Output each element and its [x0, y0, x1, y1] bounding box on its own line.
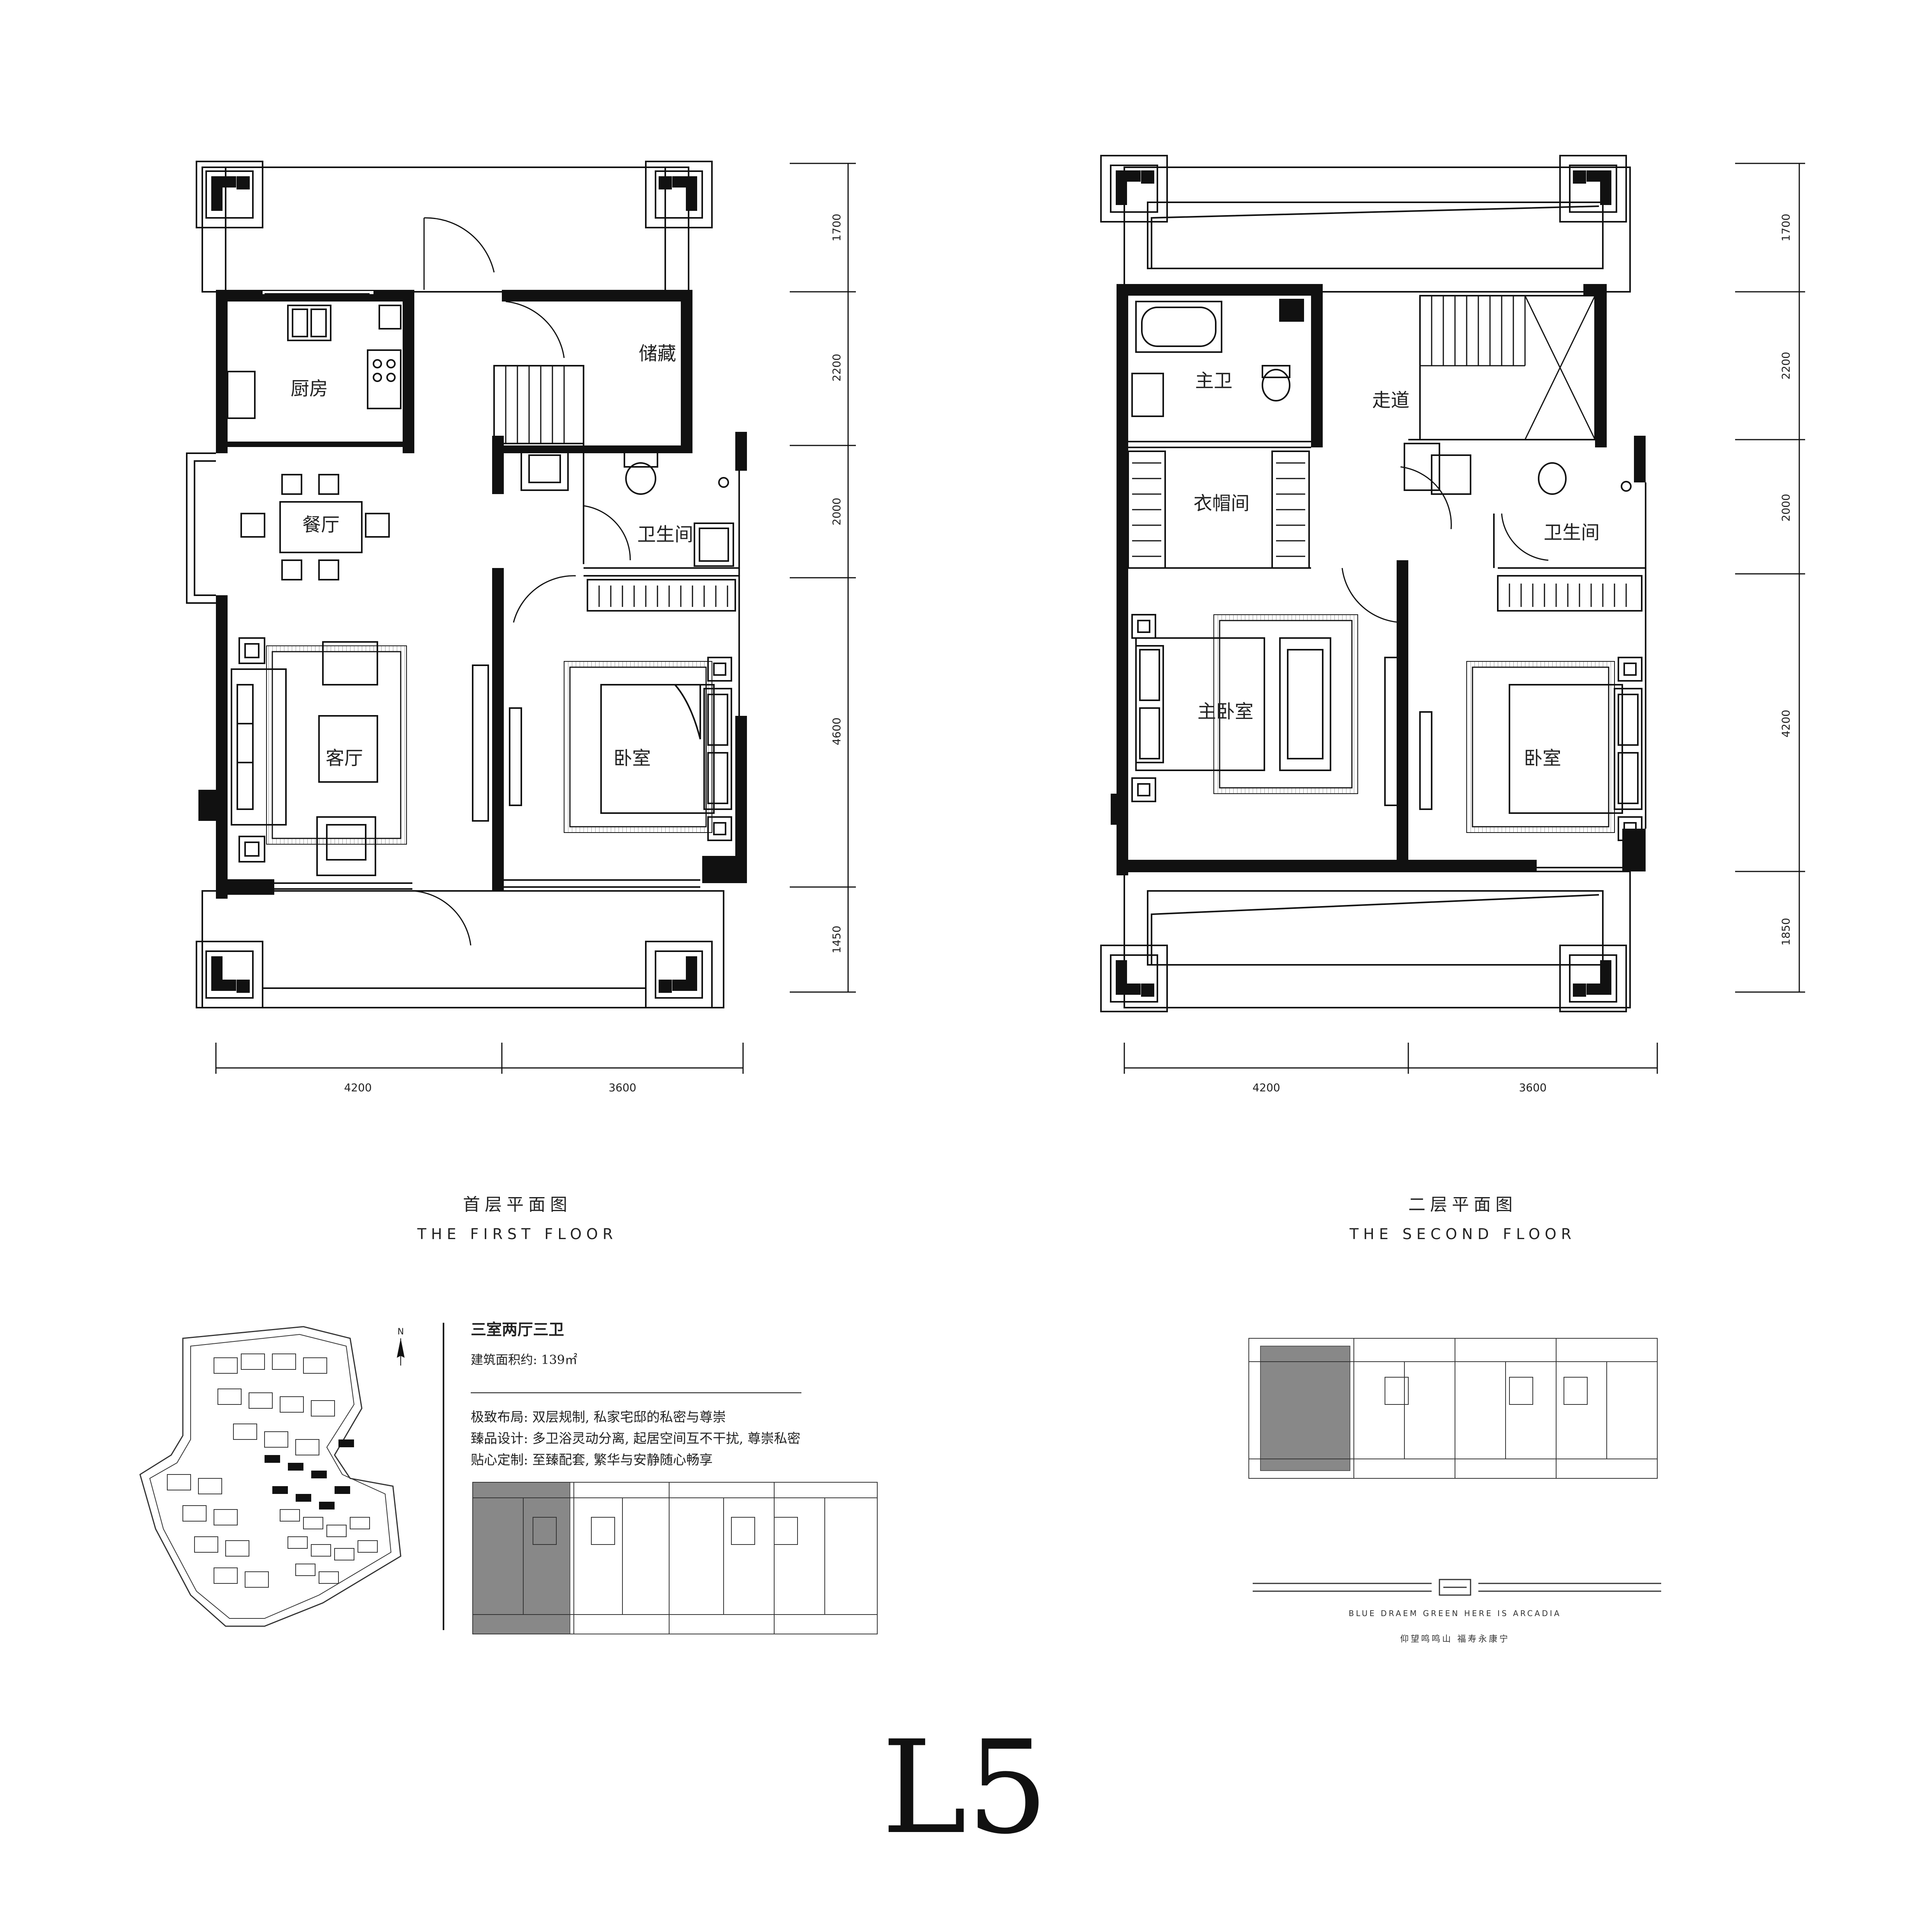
north-label: N [398, 1327, 404, 1337]
dim-v-4: 4600 [830, 717, 843, 745]
brand-tagline-en: BLUE DRAEM GREEN HERE IS ARCADIA [1348, 1609, 1562, 1618]
dim-v-2: 2200 [830, 354, 843, 381]
column-2f-bottom-left [1100, 945, 1168, 1012]
dim2-v-1: 1700 [1779, 214, 1792, 241]
dim2-v-2: 2200 [1779, 352, 1792, 379]
dim2-v-4: 4200 [1779, 710, 1792, 737]
room-label-2f-bedroom: 卧室 [1524, 747, 1561, 769]
dim2-v-3: 2000 [1779, 494, 1792, 521]
dim-v-1: 1700 [830, 214, 843, 241]
unit-area: 建筑面积约: 139㎡ [471, 1352, 578, 1367]
room-label-bedroom: 卧室 [614, 747, 651, 769]
second-floor-plan [1100, 155, 1646, 1012]
column-2f-top-right [1559, 155, 1627, 223]
room-label-2f-bathroom: 卫生间 [1544, 522, 1600, 543]
room-label-corridor: 走道 [1372, 389, 1409, 411]
second-floor-title-en: THE SECOND FLOOR [1349, 1225, 1576, 1243]
second-floor-title-cn: 二层平面图 [1408, 1195, 1517, 1215]
first-floor-title-cn: 首层平面图 [463, 1195, 572, 1215]
first-floor-dimensions [215, 163, 856, 1074]
feature-line-1: 极致布局: 双层规制, 私家宅邸的私密与尊崇 [471, 1410, 726, 1425]
room-label-master-bedroom: 主卧室 [1197, 701, 1253, 722]
first-floor-plan [186, 161, 747, 1008]
column-top-right [645, 161, 713, 228]
column-bottom-right [645, 941, 713, 1008]
dim-h-1: 4200 [344, 1081, 372, 1094]
room-label-cloakroom: 衣帽间 [1194, 493, 1250, 514]
unit-layout-type: 三室两厅三卫 [471, 1320, 564, 1339]
room-label-kitchen: 厨房 [291, 378, 328, 400]
unit-code: L5 [881, 1713, 1049, 1862]
brand-rule [1253, 1579, 1661, 1596]
feature-line-2: 臻品设计: 多卫浴灵动分离, 起居空间互不干扰, 尊崇私密 [471, 1431, 801, 1446]
room-label-storage: 储藏 [639, 343, 676, 365]
room-label-living: 客厅 [326, 747, 363, 769]
dim-h-2: 3600 [608, 1081, 636, 1094]
feature-line-3: 贴心定制: 至臻配套, 繁华与安静随心畅享 [471, 1452, 713, 1468]
dim2-h-2: 3600 [1519, 1081, 1546, 1094]
room-label-master-bath: 主卫 [1195, 370, 1232, 392]
room-label-dining: 餐厅 [302, 514, 340, 536]
column-top-left [196, 161, 263, 228]
dim2-h-1: 4200 [1252, 1081, 1280, 1094]
first-floor-room-labels: 厨房 餐厅 储藏 卫生间 客厅 卧室 [291, 343, 693, 769]
second-floor-dimensions [1124, 163, 1805, 1074]
unit-key-second-floor [1248, 1338, 1658, 1479]
room-label-bathroom: 卫生间 [637, 524, 693, 545]
column-bottom-left [196, 941, 263, 1008]
first-floor-title-en: THE FIRST FLOOR [417, 1225, 618, 1243]
unit-key-first-floor [472, 1482, 878, 1634]
north-arrow-icon: N [397, 1327, 405, 1366]
second-floor-dimension-labels: 1700 2200 2000 4200 1850 4200 3600 [1252, 214, 1792, 1094]
dim-v-5: 1450 [830, 926, 843, 953]
brand-tagline-cn: 仰望鸣鸣山 福寿永康宁 [1400, 1634, 1510, 1644]
site-plan-map [139, 1326, 401, 1627]
dim-v-3: 2000 [830, 498, 843, 525]
column-2f-bottom-right [1559, 945, 1627, 1012]
second-floor-room-labels: 主卫 走道 衣帽间 卫生间 主卧室 卧室 [1194, 370, 1600, 769]
first-floor-dimension-labels: 1700 2200 2000 4600 1450 4200 3600 [344, 214, 843, 1094]
dim2-v-5: 1850 [1779, 918, 1792, 945]
column-2f-top-left [1100, 155, 1168, 223]
